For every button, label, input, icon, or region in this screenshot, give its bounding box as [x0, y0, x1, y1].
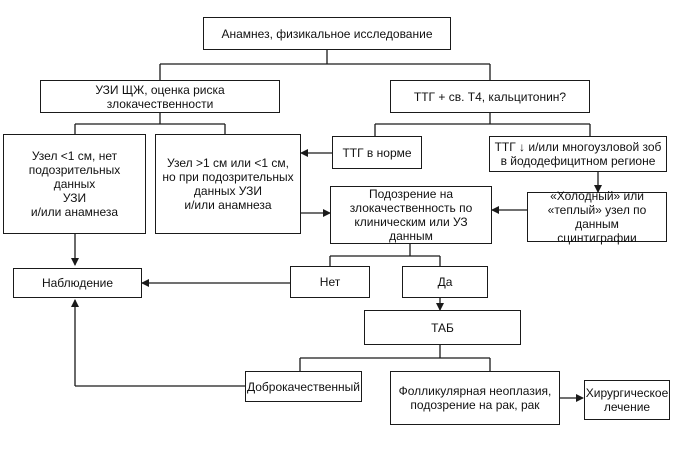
- box-benign: Доброкачественный: [245, 371, 362, 402]
- label-observation: Наблюдение: [41, 276, 114, 290]
- box-us-risk: УЗИ ЩЖ, оценка риска злокачественности: [40, 80, 280, 113]
- label-node-small: Узел <1 см, нет подозрительных данных УЗ…: [28, 149, 121, 219]
- box-scintigraphy: «Холодный» или «теплый» узел по данным с…: [527, 189, 667, 245]
- label-us-risk: УЗИ ЩЖ, оценка риска злокачественности: [95, 82, 225, 111]
- label-no: Нет: [319, 275, 341, 289]
- box-yes: Да: [402, 266, 488, 298]
- box-ttg-low: ТТГ ↓ и/или многоузловой зоб в йододефиц…: [489, 136, 667, 172]
- label-ttg-low: ТТГ ↓ и/или многоузловой зоб в йододефиц…: [494, 140, 662, 168]
- box-ttg-normal: ТТГ в норме: [332, 136, 422, 169]
- box-surgery: Хирургическое лечение: [584, 380, 670, 420]
- box-node-large: Узел >1 см или <1 см, но при подозритель…: [155, 134, 301, 234]
- box-anamnesis: Анамнез, физикальное исследование: [203, 17, 451, 50]
- label-node-large: Узел >1 см или <1 см, но при подозритель…: [162, 156, 294, 212]
- label-suspicion: Подозрение на злокачественность по клини…: [349, 187, 473, 243]
- box-follicular: Фолликулярная неоплазия, подозрение на р…: [390, 371, 560, 425]
- label-surgery: Хирургическое лечение: [585, 386, 669, 414]
- box-no: Нет: [290, 266, 370, 298]
- label-anamnesis: Анамнез, физикальное исследование: [221, 26, 433, 41]
- box-fnab: ТАБ: [364, 310, 521, 345]
- label-scintigraphy: «Холодный» или «теплый» узел по данным с…: [547, 189, 647, 245]
- label-fnab: ТАБ: [431, 320, 454, 335]
- box-ttg-tests: ТТГ + св. Т4, кальцитонин?: [390, 80, 590, 113]
- label-follicular: Фолликулярная неоплазия, подозрение на р…: [398, 384, 552, 412]
- label-ttg-normal: ТТГ в норме: [342, 145, 412, 160]
- box-suspicion: Подозрение на злокачественность по клини…: [330, 186, 492, 244]
- box-observation: Наблюдение: [13, 268, 142, 298]
- label-benign: Доброкачественный: [247, 379, 360, 394]
- label-yes: Да: [437, 275, 453, 289]
- box-node-small: Узел <1 см, нет подозрительных данных УЗ…: [3, 134, 146, 234]
- label-ttg-tests: ТТГ + св. Т4, кальцитонин?: [413, 89, 567, 104]
